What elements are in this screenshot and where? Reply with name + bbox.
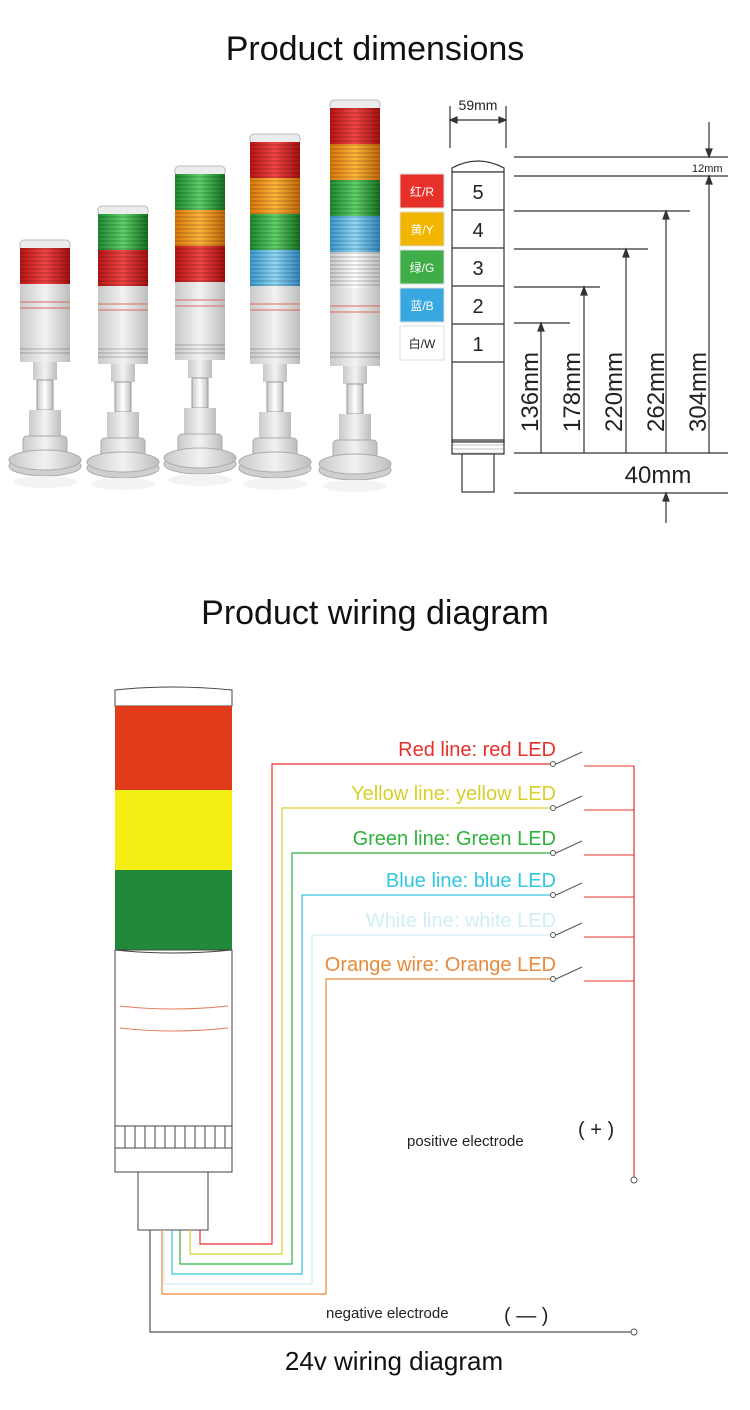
negative-wire bbox=[149, 1230, 632, 1333]
positive-sign: ( + ) bbox=[578, 1119, 614, 1141]
wire-label: Red line: red LED bbox=[398, 739, 556, 761]
switch-lever bbox=[555, 922, 583, 936]
wiring-yellow-tier bbox=[115, 790, 232, 870]
wire-label: Yellow line: yellow LED bbox=[351, 783, 556, 805]
tier-labels: 红/R 5 黄/Y 4 绿/G 3 蓝/B 2 白/W 1 bbox=[399, 173, 484, 361]
wire-1: Red line: red LED bbox=[199, 739, 634, 1245]
width-label: 59mm bbox=[459, 97, 498, 113]
switch-lever bbox=[555, 882, 583, 896]
negative-sign: ( — ) bbox=[504, 1305, 548, 1327]
negative-electrode-label: negative electrode bbox=[326, 1305, 449, 1322]
tower-light-1 bbox=[8, 239, 82, 488]
tier-3: 绿/G 3 bbox=[399, 249, 484, 285]
switch-contact bbox=[550, 892, 556, 898]
switch-contact bbox=[550, 850, 556, 856]
dimension-drawing bbox=[448, 106, 728, 523]
height-label-3: 220mm bbox=[601, 352, 628, 432]
tier-number: 5 bbox=[472, 182, 483, 204]
height-labels: 136mm 178mm 220mm 262mm 304mm bbox=[517, 352, 712, 432]
wire-label: Green line: Green LED bbox=[353, 828, 556, 850]
switch-contact bbox=[550, 932, 556, 938]
switch-contact bbox=[550, 761, 556, 767]
tier-tag-swatch bbox=[399, 173, 445, 209]
height-label-1: 136mm bbox=[517, 352, 544, 432]
tier-tag-swatch bbox=[399, 287, 445, 323]
wire-label: Orange wire: Orange LED bbox=[325, 954, 556, 976]
tier-number: 4 bbox=[472, 220, 483, 242]
dimensions-title: Product dimensions bbox=[225, 30, 525, 68]
height-label-5: 304mm bbox=[685, 352, 712, 432]
wiring-tower bbox=[114, 686, 233, 1231]
switch-lever bbox=[555, 966, 583, 980]
wire-4: Blue line: blue LED bbox=[171, 870, 634, 1275]
wire-label: White line: white LED bbox=[366, 910, 556, 932]
wiring-red-tier bbox=[115, 706, 232, 790]
wire-path bbox=[199, 763, 553, 1245]
switch-lever bbox=[555, 840, 583, 854]
wire-path bbox=[171, 894, 553, 1275]
tier-tag-swatch bbox=[399, 249, 445, 285]
tower-light-2 bbox=[86, 205, 160, 490]
wire-path bbox=[189, 807, 553, 1255]
tier-2: 蓝/B 2 bbox=[399, 287, 484, 323]
tier-number: 1 bbox=[472, 334, 483, 356]
tower-lights-photo bbox=[8, 99, 392, 492]
switch-contact bbox=[550, 976, 556, 982]
tier-number: 3 bbox=[472, 258, 483, 280]
wiring-lines: Red line: red LED Yellow line: yellow LED… bbox=[149, 739, 638, 1336]
height-label-2: 178mm bbox=[559, 352, 586, 432]
tier-1: 白/W 1 bbox=[399, 325, 484, 361]
switch-lever bbox=[555, 795, 583, 809]
wire-5: White line: white LED bbox=[163, 910, 634, 1285]
tier-tag-swatch bbox=[399, 211, 445, 247]
tower-light-3 bbox=[163, 165, 237, 486]
tier-tag-label: 红/R bbox=[410, 184, 434, 199]
wire-6: Orange wire: Orange LED bbox=[161, 954, 634, 1295]
wire-label: Blue line: blue LED bbox=[386, 870, 556, 892]
tier-tag-label: 绿/G bbox=[410, 260, 435, 275]
tier-tag-label: 蓝/B bbox=[410, 299, 433, 313]
wire-path bbox=[179, 852, 553, 1265]
positive-electrode-label: positive electrode bbox=[407, 1133, 524, 1150]
tier-5: 红/R 5 bbox=[399, 173, 484, 209]
tier-number: 2 bbox=[472, 296, 483, 318]
tier-tag-swatch bbox=[399, 325, 445, 361]
tower-light-4 bbox=[238, 133, 312, 490]
switch-lever bbox=[555, 751, 583, 765]
tier-tag-label: 白/W bbox=[409, 336, 436, 351]
wire-path bbox=[161, 978, 553, 1295]
switch-contact bbox=[550, 805, 556, 811]
wire-path bbox=[163, 934, 553, 1285]
tower-light-5 bbox=[318, 99, 392, 492]
wire-2: Yellow line: yellow LED bbox=[189, 783, 634, 1255]
wiring-green-tier bbox=[115, 870, 232, 950]
negative-terminal bbox=[630, 1328, 638, 1336]
cap-height-label: 12mm bbox=[692, 163, 723, 175]
tier-4: 黄/Y 4 bbox=[399, 211, 484, 247]
wiring-footer: 24v wiring diagram bbox=[285, 1346, 503, 1376]
positive-terminal bbox=[630, 1176, 638, 1184]
height-label-4: 262mm bbox=[643, 352, 670, 432]
wire-3: Green line: Green LED bbox=[179, 828, 634, 1265]
tier-tag-label: 黄/Y bbox=[410, 223, 433, 237]
wiring-title: Product wiring diagram bbox=[201, 594, 549, 632]
base-height-label: 40mm bbox=[625, 462, 692, 489]
